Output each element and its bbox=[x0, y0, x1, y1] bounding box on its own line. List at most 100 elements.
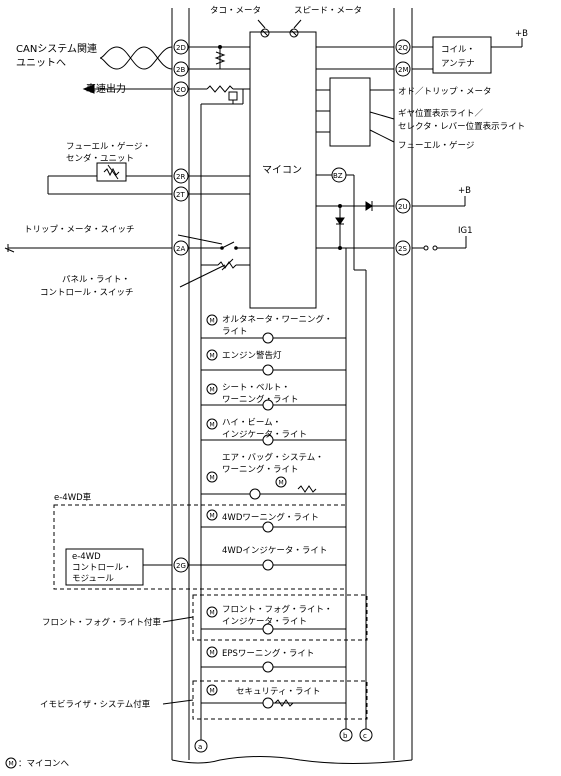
alternator-label-line2: ライト bbox=[222, 327, 248, 337]
m-symbol-icon bbox=[206, 383, 218, 395]
m-label: M bbox=[210, 475, 215, 482]
combination-meter-outline bbox=[171, 8, 413, 764]
tacho-meter-icon bbox=[257, 19, 270, 38]
terminal-circles bbox=[173, 39, 411, 753]
m-symbol-icon bbox=[206, 606, 218, 618]
gear-label-line2: セレクタ・レバー位置表示ライト bbox=[398, 121, 525, 132]
terminal-2a bbox=[173, 240, 189, 256]
bz-circle bbox=[331, 167, 347, 183]
bz-label: BZ bbox=[333, 172, 343, 180]
terminal-2s-label: 2S bbox=[398, 245, 407, 253]
m-label: M bbox=[210, 513, 215, 520]
power-b-top: +B bbox=[515, 29, 528, 39]
terminal-2a-label: 2A bbox=[176, 245, 185, 253]
terminal-c-label: c bbox=[363, 732, 367, 740]
gear-label-line1: ギヤ位置表示ライト／ bbox=[398, 108, 484, 119]
terminal-2u bbox=[395, 198, 411, 214]
m-label: M bbox=[210, 422, 215, 429]
coil-label-line2: アンテナ bbox=[441, 59, 475, 69]
m-symbol-icon bbox=[206, 349, 218, 361]
m-symbol-icon bbox=[206, 314, 218, 326]
microcomputer-block bbox=[249, 31, 317, 309]
legend-m-label: M bbox=[9, 761, 14, 768]
airbag-label-line2: ワーニング・ライト bbox=[222, 464, 299, 475]
security-label: セキュリティ・ライト bbox=[236, 687, 321, 697]
terminal-a bbox=[194, 739, 208, 753]
coil-antenna-box bbox=[432, 36, 492, 74]
m-symbol-icon bbox=[206, 471, 218, 483]
terminal-2g-label: 2G bbox=[176, 562, 186, 570]
eps-label: EPSワーニング・ライト bbox=[222, 648, 314, 659]
lamp-icon bbox=[262, 661, 274, 673]
terminal-2t bbox=[173, 186, 189, 202]
fog-label-line2: インジケータ・ライト bbox=[222, 617, 307, 627]
terminal-2u-label: 2U bbox=[398, 203, 408, 211]
terminal-b bbox=[339, 728, 353, 742]
terminal-c bbox=[359, 728, 373, 742]
highbeam-label-line1: ハイ・ビーム・ bbox=[222, 418, 281, 428]
fog-group-label: フロント・フォグ・ライト付車 bbox=[42, 617, 162, 628]
m-label: M bbox=[210, 318, 215, 325]
odo-label: オド／トリップ・メータ bbox=[398, 87, 492, 97]
trip-switch-label: トリップ・メータ・スイッチ bbox=[24, 225, 135, 235]
indicator-4wd-label: 4WDインジケータ・ライト bbox=[222, 546, 327, 556]
terminal-2o-label: 2O bbox=[176, 86, 186, 94]
m-label: M bbox=[210, 688, 215, 695]
terminal-a-label: a bbox=[198, 743, 202, 751]
m-symbols bbox=[5, 314, 287, 769]
vehicle-speed-label: 車速出力 bbox=[86, 82, 126, 95]
terminal-2m bbox=[395, 61, 411, 77]
terminal-2d-label: 2D bbox=[176, 44, 186, 52]
terminal-2d bbox=[173, 39, 189, 55]
terminal-2q bbox=[395, 39, 411, 55]
terminal-2o bbox=[173, 81, 189, 97]
immobilizer-group-label: イモビライザ・システム付車 bbox=[40, 699, 151, 710]
e4wd-module-line1: e-4WD bbox=[72, 552, 101, 562]
m-symbol-icon bbox=[206, 509, 218, 521]
can-label-line2: ユニットへ bbox=[16, 58, 66, 69]
terminal-2r-label: 2R bbox=[176, 173, 185, 181]
lamp-icon bbox=[262, 434, 274, 446]
lamp-icon bbox=[262, 521, 274, 533]
legend-text: ：マイコンへ bbox=[18, 759, 70, 769]
legend-m-icon bbox=[5, 757, 17, 769]
terminal-2s bbox=[395, 240, 411, 256]
speed-meter-icon bbox=[289, 19, 302, 38]
power-ig1: IG1 bbox=[458, 226, 473, 236]
fuel-sender-label-line2: センダ・ユニット bbox=[66, 153, 134, 164]
seatbelt-label-line2: ワーニング・ライト bbox=[222, 394, 299, 405]
panel-switch-label-line2: コントロール・スイッチ bbox=[40, 288, 134, 298]
terminal-2b-label: 2B bbox=[176, 66, 185, 74]
terminal-2r bbox=[173, 168, 189, 184]
terminal-2t-label: 2T bbox=[176, 191, 185, 199]
lamp-icon bbox=[262, 623, 274, 635]
terminal-2m-label: 2M bbox=[398, 66, 409, 74]
terminal-b-label: b bbox=[343, 732, 348, 740]
microcomputer-label: マイコン bbox=[262, 165, 302, 176]
m-symbol-icon bbox=[206, 418, 218, 430]
m-symbol-icon bbox=[206, 646, 218, 658]
engine-warning-label: エンジン警告灯 bbox=[222, 350, 282, 361]
panel-switch-label-line1: パネル・ライト・ bbox=[62, 275, 130, 285]
lamp-icon bbox=[262, 399, 274, 411]
indicator-lamps bbox=[249, 332, 274, 709]
e4wd-module-line3: モジュール bbox=[72, 574, 114, 584]
airbag-label-line1: エア・バッグ・システム・ bbox=[222, 452, 324, 463]
lamp-icon bbox=[262, 332, 274, 344]
e4wd-module-line2: コントロール・ bbox=[72, 563, 132, 573]
lamp-icon bbox=[249, 488, 261, 500]
immobilizer-group-box bbox=[192, 680, 368, 720]
coil-label-line1: コイル・ bbox=[441, 45, 475, 55]
m-label: M bbox=[210, 610, 215, 617]
tacho-meter-label: タコ・メータ bbox=[210, 6, 261, 16]
terminal-2q-label: 2Q bbox=[398, 44, 408, 52]
highbeam-label-line2: インジケータ・ライト bbox=[222, 430, 307, 440]
e4wd-group-label: e-4WD車 bbox=[54, 492, 92, 503]
m-label: M bbox=[210, 353, 215, 360]
meter-display-block bbox=[329, 77, 371, 147]
m-label: M bbox=[279, 480, 284, 487]
m-label: M bbox=[210, 650, 215, 657]
e4wd-group-box bbox=[53, 504, 347, 590]
e4wd-module-box bbox=[65, 548, 144, 586]
